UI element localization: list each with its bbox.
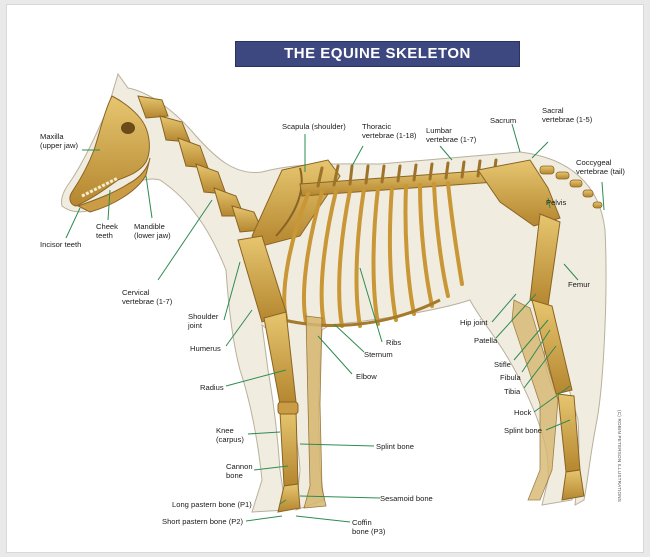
label-cheek-teeth: Cheek teeth: [96, 222, 118, 240]
diagram-title: THE EQUINE SKELETON: [235, 41, 520, 67]
label-fibula: Fibula: [500, 373, 521, 382]
label-thoracic-vertebrae: Thoracic vertebrae (1-18): [362, 122, 416, 140]
label-maxilla: Maxilla (upper jaw): [40, 132, 78, 150]
label-femur: Femur: [568, 280, 590, 289]
label-splint-bone-hind: Splint bone: [504, 426, 542, 435]
label-short-pastern: Short pastern bone (P2): [162, 517, 243, 526]
fore-cannon-bone: [280, 410, 298, 486]
label-knee: Knee (carpus): [216, 426, 244, 444]
label-sacrum: Sacrum: [490, 116, 516, 125]
label-hock: Hock: [514, 408, 531, 417]
label-cervical-vertebrae: Cervical vertebrae (1-7): [122, 288, 172, 306]
label-coccygeal-vertebrae: Coccygeal vertebrae (tail): [576, 158, 625, 176]
label-tibia: Tibia: [504, 387, 520, 396]
label-patella: Patella: [474, 336, 497, 345]
knee-carpus: [278, 402, 298, 414]
hind-pastern: [562, 470, 584, 500]
label-humerus: Humerus: [190, 344, 221, 353]
label-splint-bone-fore: Splint bone: [376, 442, 414, 451]
label-hip-joint: Hip joint: [460, 318, 487, 327]
label-scapula: Scapula (shoulder): [282, 122, 346, 131]
label-shoulder-joint: Shoulder joint: [188, 312, 218, 330]
label-elbow: Elbow: [356, 372, 377, 381]
label-incisor-teeth: Incisor teeth: [40, 240, 81, 249]
label-sesamoid: Sesamoid bone: [380, 494, 433, 503]
label-pelvis: Pelvis: [546, 198, 566, 207]
label-sternum: Sternum: [364, 350, 393, 359]
label-radius: Radius: [200, 383, 224, 392]
label-long-pastern: Long pastern bone (P1): [172, 500, 252, 509]
label-cannon-bone: Cannon bone: [226, 462, 253, 480]
label-lumbar-vertebrae: Lumbar vertebrae (1-7): [426, 126, 476, 144]
label-stifle: Stifle: [494, 360, 511, 369]
illustration-credit: (C) ROBIN PETERSON ILLUSTRATIONS: [617, 410, 622, 502]
label-sacral-vertebrae: Sacral vertebrae (1-5): [542, 106, 592, 124]
label-coffin-bone: Coffin bone (P3): [352, 518, 385, 536]
label-mandible: Mandible (lower jaw): [134, 222, 171, 240]
eye-orbit: [121, 122, 135, 134]
label-ribs: Ribs: [386, 338, 401, 347]
